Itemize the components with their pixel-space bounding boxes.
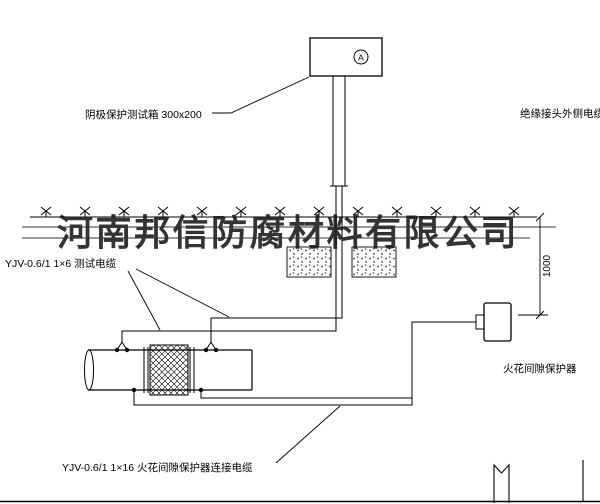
test-box (309, 37, 383, 77)
test-cable-run-right (210, 292, 343, 342)
test-cable-label: YJV-0.6/1 1×6 测试电缆 (5, 257, 117, 270)
dimension-tick-top (535, 212, 545, 222)
dimension-text: 1000 (542, 254, 553, 277)
spark-cable-label: YJV-0.6/1 1×16 火花间隙保护器连接电缆 (62, 461, 253, 474)
weld-dot (124, 347, 130, 353)
dimension-1000: 1000 (518, 212, 553, 320)
weld-dot (114, 347, 120, 353)
meter-circle (353, 49, 369, 65)
weld-dot (203, 347, 209, 353)
test-box-leader-line (212, 76, 310, 114)
spark-protector-label: 火花间隙保护器 (503, 362, 577, 375)
insulating-joint (149, 344, 189, 396)
marker-outline (493, 463, 510, 503)
ground (30, 206, 537, 218)
weld-dot (213, 347, 219, 353)
protector-terminal (475, 314, 485, 330)
spark-gap-protector (475, 302, 512, 342)
watermark: 河南邦信防腐材料有限公司 (22, 212, 556, 254)
insulated-joint-cable-label: 绝缘接头外侧电缆 (520, 107, 600, 120)
test-box-label: 阴极保护测试箱 300x200 (85, 108, 202, 121)
conduit (330, 76, 348, 292)
meter-symbol: A (358, 53, 364, 63)
test-cable-leader-1 (127, 270, 161, 331)
concrete-block-right (351, 246, 397, 278)
detail-marker-symbol (493, 463, 510, 503)
test-cable-leader-2 (135, 268, 230, 318)
spark-cable-run-right (200, 390, 412, 399)
spark-cable-leader (275, 405, 341, 464)
concrete-block-left (286, 246, 332, 278)
test-box-assembly: A (309, 37, 383, 77)
spark-gap-cables (133, 321, 476, 406)
protector-body (483, 302, 512, 342)
watermark-text: 河南邦信防腐材料有限公司 (57, 212, 519, 254)
test-cables (116, 292, 343, 351)
pipe-end-left (84, 349, 94, 391)
pipeline (84, 344, 253, 396)
test-cable-run-left (121, 292, 337, 342)
spark-cable-run-left (133, 321, 476, 406)
dimension-tick-bottom (535, 310, 545, 320)
concrete-blocks (286, 246, 397, 278)
